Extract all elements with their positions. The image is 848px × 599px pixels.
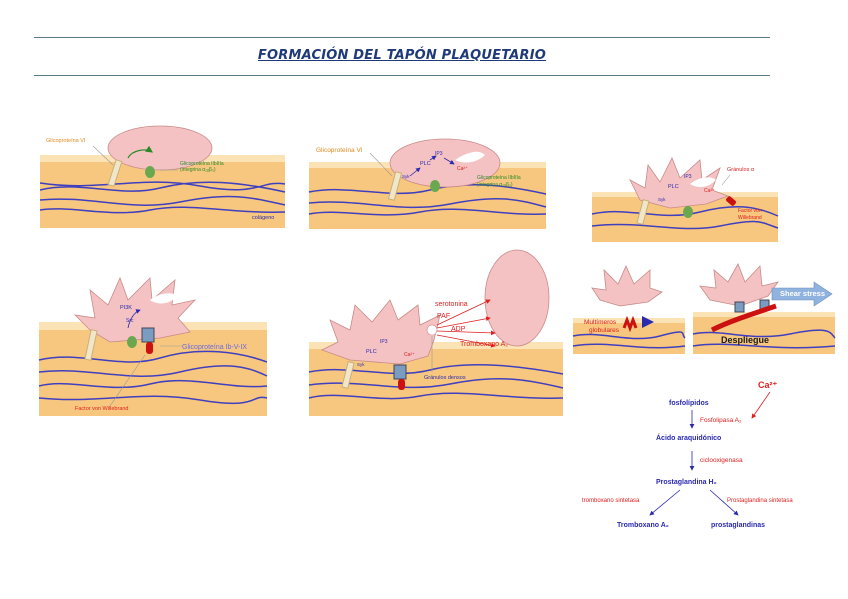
pathway-fosfolipidos: fosfolípidos [669, 400, 709, 407]
pathway-prostaglandina-sintetasa: Prostaglandina sintetasa [727, 498, 793, 504]
pathway-acido: Ácido araquidónico [656, 433, 721, 442]
arachidonic-pathway: Ca²⁺ fosfolípidos Fosfolipasa A₂ Ácido a… [582, 380, 793, 529]
label-vwf-4: Factor von Willebrand [75, 406, 129, 412]
label-gp6-2: Glicoproteína VI [316, 147, 363, 154]
panel-7-shear-unfolding: Shear stress Despliegue [692, 263, 836, 354]
label-collagen: colágeno [252, 215, 274, 221]
label-syk-3: Syk [658, 197, 666, 202]
pathway-fosfolipasa: Fosfolipasa A₂ [700, 417, 742, 424]
label-plc-2: PLC [420, 161, 431, 167]
pathway-ca: Ca²⁺ [758, 380, 778, 390]
label-plc-5: PLC [366, 349, 377, 355]
label-adp: ADP [451, 326, 466, 333]
pathway-ciclooxigenasa: ciclooxigenasa [700, 457, 743, 464]
label-tromboxano-5: Tromboxano A₂ [460, 341, 508, 348]
label-serotonina: serotonina [435, 301, 468, 308]
label-plc-3: PLC [668, 184, 679, 190]
panel-2-signaling: Glicoproteína VI IP3 PLC Syk Ca²⁺ Glicop… [308, 138, 547, 229]
label-shear-stress: Shear stress [780, 289, 825, 298]
panel-3-alpha-granules: Gránulos α IP3 PLC Syk Ca²⁺ Factor von W… [591, 157, 779, 242]
label-syk-5: Syk [357, 362, 365, 367]
pathway-tromboxano-a2: Tromboxano A₂ [617, 522, 669, 529]
label-ip3-3: IP3 [684, 174, 692, 180]
label-gp2b-2: Glicoproteína IIbIIIa [477, 175, 521, 181]
label-despliegue: Despliegue [721, 335, 769, 345]
label-ca-2: Ca²⁺ [457, 166, 468, 172]
label-ca-5: Ca²⁺ [404, 352, 415, 358]
label-ip3-5: IP3 [380, 339, 388, 345]
label-vwf-3a: Factor von [738, 208, 762, 214]
label-syk-2: Syk [402, 174, 410, 179]
label-dense-granules: Gránulos densos [424, 375, 466, 381]
pathway-prostaglandina-h2: Prostaglandina H₂ [656, 479, 717, 486]
label-src: Src [126, 318, 134, 324]
label-paf: PAF [437, 313, 450, 320]
bottom-rule [34, 75, 770, 76]
label-gp6: Glicoproteína VI [46, 138, 86, 144]
panel-6-globular-multimers: Multímeros globulares [572, 265, 686, 354]
label-gp2b-sub-2: (integrina α₂ᵦβ₃) [477, 182, 513, 188]
pathway-prostaglandinas: prostaglandinas [711, 522, 765, 529]
label-multimeros-1: Multímeros [584, 319, 617, 326]
page-title: FORMACIÓN DEL TAPÓN PLAQUETARIO [257, 48, 547, 63]
label-ca-3: Ca²⁺ [704, 188, 715, 194]
top-rule [34, 37, 770, 38]
label-gp1b: Glicoproteína Ib-V-IX [182, 344, 247, 351]
panel-5-secretion: serotonina PAF ADP Tromboxano A₂ IP3 PLC… [308, 249, 564, 416]
panel-4-vwf-binding: PI3K Src Glicoproteína Ib-V-IX Factor vo… [38, 276, 268, 416]
label-ip3-2: IP3 [435, 151, 443, 157]
panel-1-adhesion: Glicoproteína VI Glicoproteína IIbIIIa (… [39, 125, 286, 228]
label-pi3k: PI3K [120, 305, 132, 311]
label-multimeros-2: globulares [589, 327, 620, 334]
label-gp2b: Glicoproteína IIbIIIa [180, 161, 224, 167]
label-granules-alpha: Gránulos α [727, 167, 755, 173]
label-vwf-3b: Willebrand [738, 215, 762, 221]
pathway-tromboxano-sintetasa: tromboxano sintetasa [582, 498, 640, 504]
label-gp2b-sub: (integrina α₂ᵦβ₃) [180, 167, 216, 173]
